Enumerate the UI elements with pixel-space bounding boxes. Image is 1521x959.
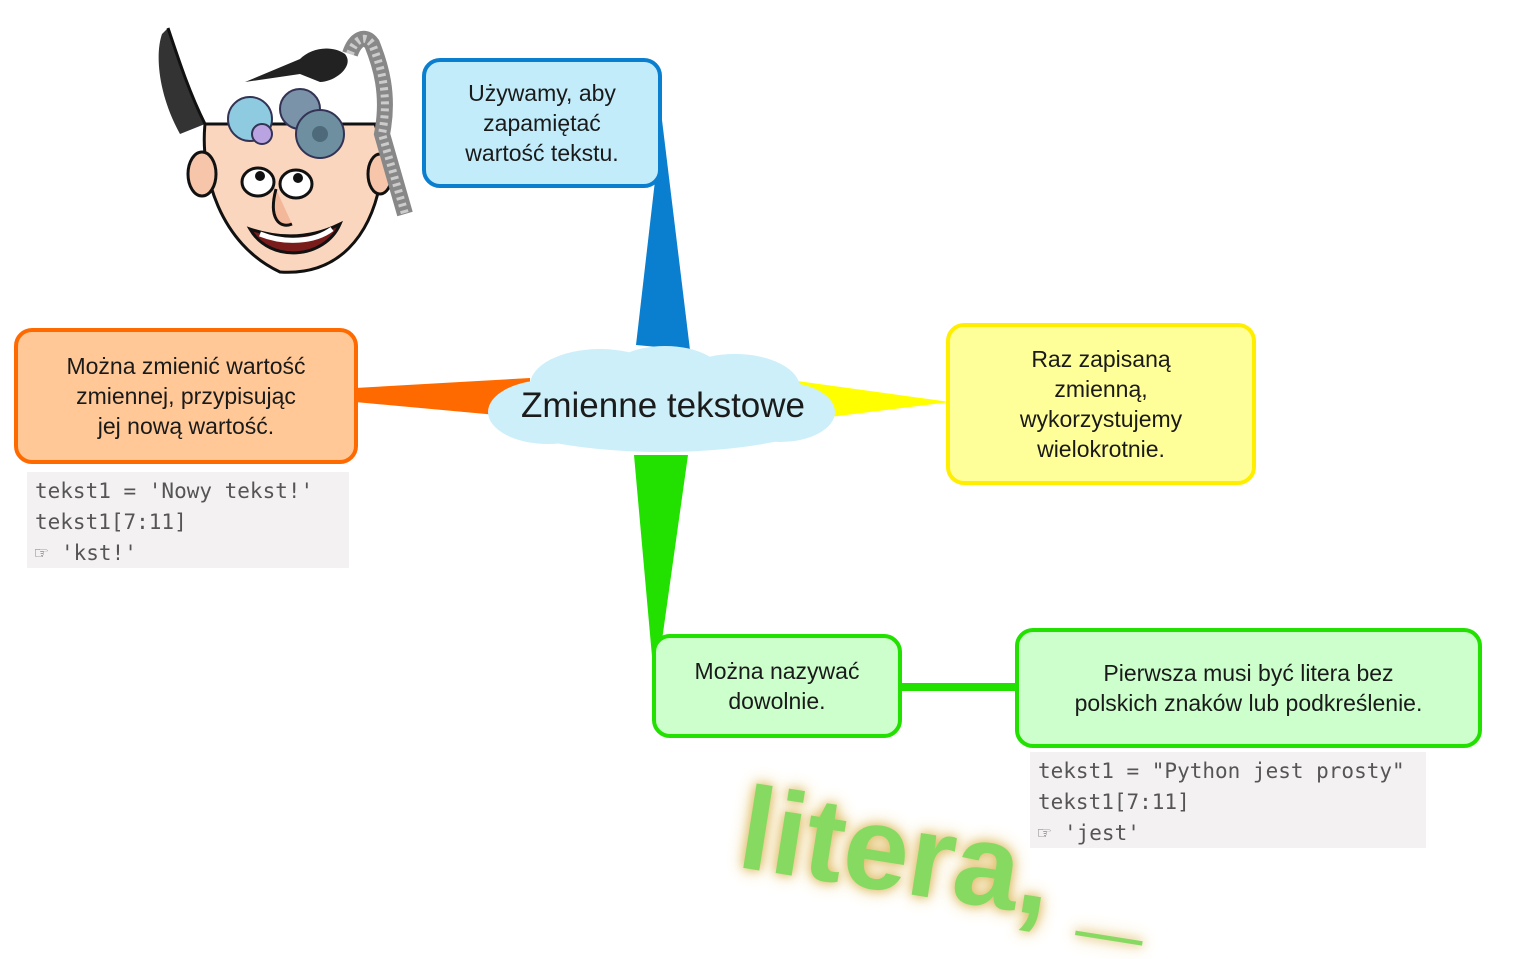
node-reassign: Można zmienić wartość zmiennej, przypisu…: [14, 328, 358, 464]
node-reuse: Raz zapisaną zmienną, wykorzystujemy wie…: [946, 323, 1256, 485]
node-purpose: Używamy, aby zapamiętać wartość tekstu.: [422, 58, 662, 188]
code-line: tekst1[7:11]: [1038, 790, 1190, 814]
thumbs-up-icon: ☞: [1038, 821, 1051, 845]
code-line: tekst1[7:11]: [35, 510, 187, 534]
thinking-man-illustration: [158, 27, 413, 274]
center-title: Zmienne tekstowe: [520, 386, 806, 425]
code-output-line: ☞ 'kst!': [35, 538, 341, 569]
code-output-line: ☞ 'jest': [1038, 818, 1418, 849]
branch-orange: [355, 378, 530, 418]
code-line: tekst1 = 'Nowy tekst!': [35, 479, 314, 503]
code-example-reassign: tekst1 = 'Nowy tekst!' tekst1[7:11] ☞ 'ks…: [27, 472, 349, 568]
thumbs-up-icon: ☞: [35, 541, 48, 565]
branch-blue: [636, 120, 690, 350]
code-line: tekst1 = "Python jest prosty": [1038, 759, 1405, 783]
code-example-naming: tekst1 = "Python jest prosty" tekst1[7:1…: [1030, 752, 1426, 848]
code-output: 'kst!': [61, 541, 137, 565]
center-cloud: [488, 346, 835, 452]
branch-green-connector: [898, 683, 1020, 691]
node-naming-rule: Pierwsza musi być litera bez polskich zn…: [1015, 628, 1482, 748]
branch-green: [634, 455, 688, 690]
code-output: 'jest': [1064, 821, 1140, 845]
node-naming: Można nazywać dowolnie.: [652, 634, 902, 738]
